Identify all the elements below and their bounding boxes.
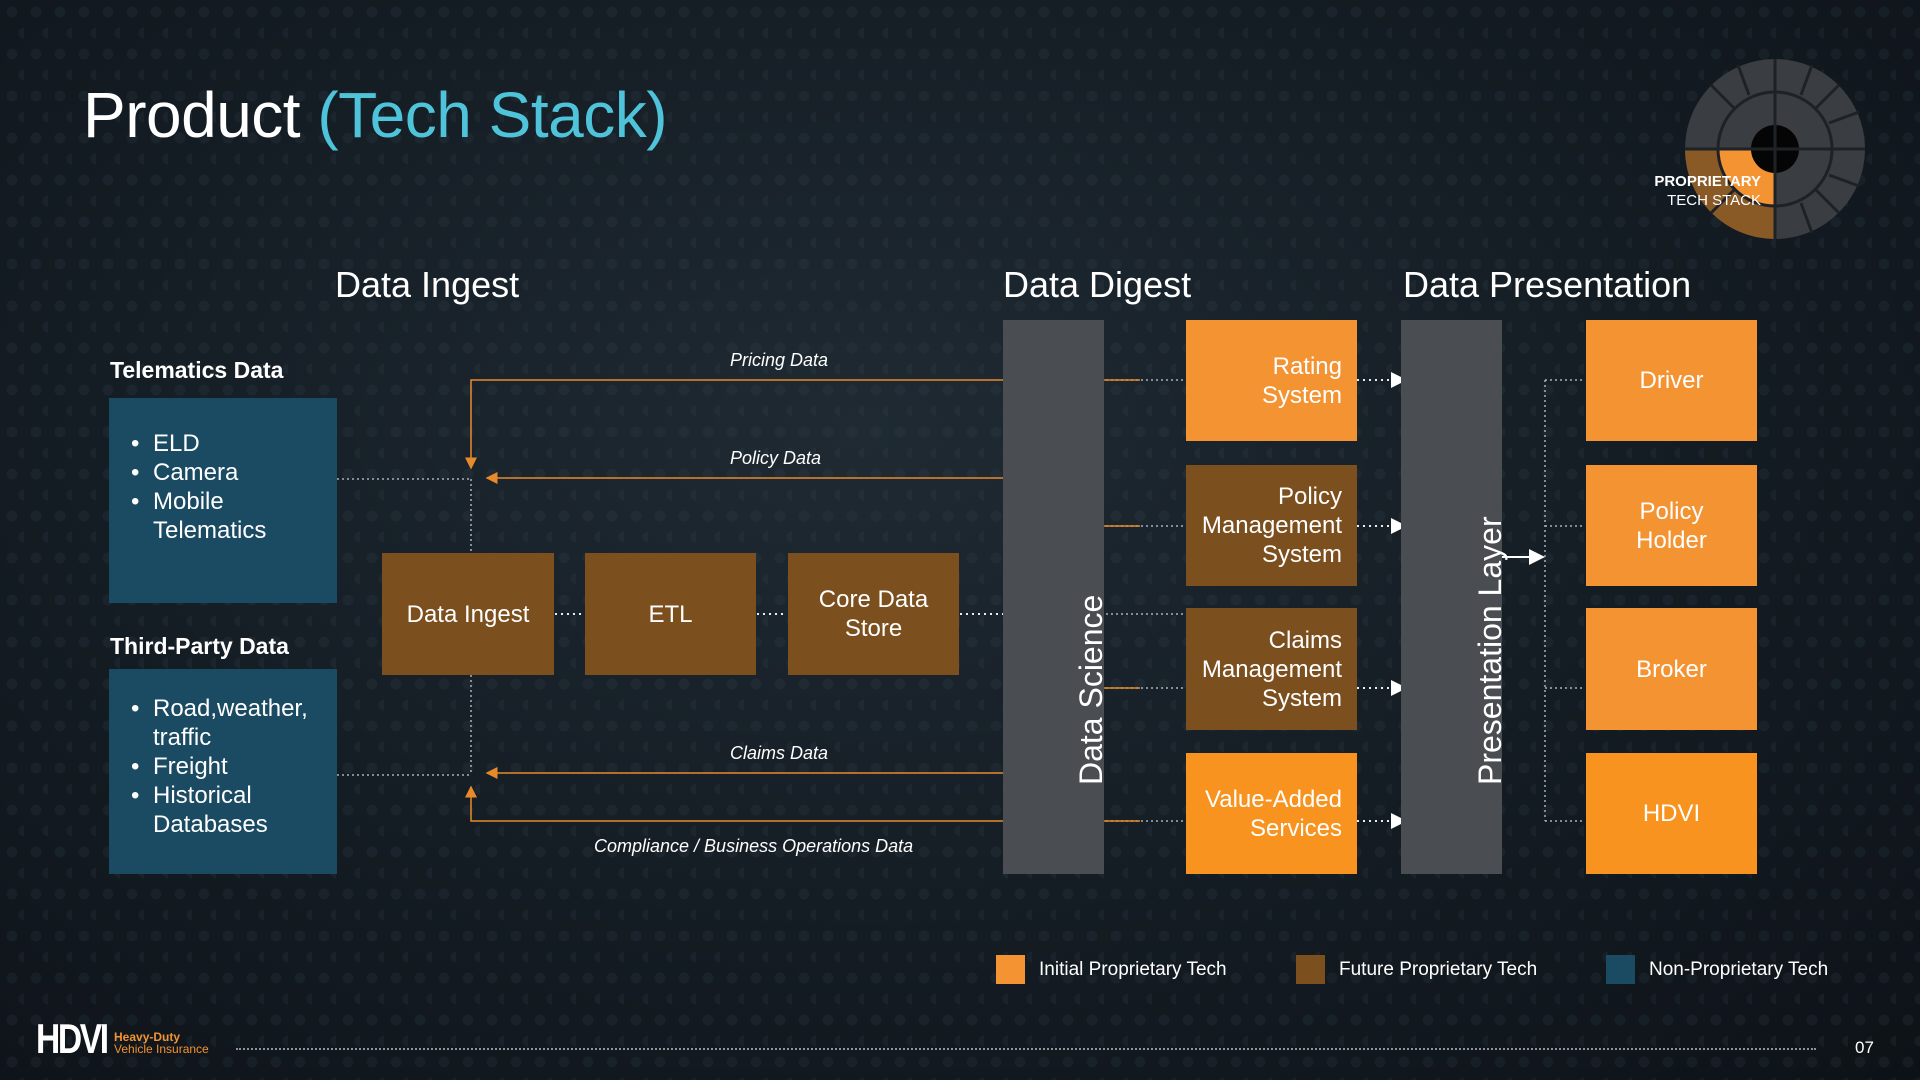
- title-accent: (Tech Stack): [317, 79, 667, 151]
- telematics-data-label: Telematics Data: [110, 357, 284, 383]
- claims-management-system-box: Claims Management System: [1186, 608, 1357, 730]
- legend-label: Non-Proprietary Tech: [1649, 958, 1829, 980]
- legend-swatch-orange: [996, 955, 1025, 984]
- presentation-layer-bar: Presentation Layer: [1401, 320, 1508, 874]
- policy-data-label: Policy Data: [730, 448, 822, 468]
- section-data-ingest: Data Ingest: [335, 264, 520, 305]
- legend-label: Future Proprietary Tech: [1339, 958, 1538, 980]
- logo-tagline: Heavy-Duty Vehicle Insurance: [114, 1031, 209, 1055]
- third-party-data-label: Third-Party Data: [110, 633, 289, 659]
- page-title: Product (Tech Stack): [83, 78, 667, 152]
- legend-future-proprietary: Future Proprietary Tech: [1296, 955, 1537, 984]
- list-item: Mobile Telematics: [131, 487, 337, 545]
- telematics-list: ELD Camera Mobile Telematics: [109, 429, 337, 545]
- third-party-data-box: Road,weather, traffic Freight Historical…: [109, 669, 337, 874]
- proprietary-badge-label: PROPRIETARY TECH STACK: [1645, 172, 1761, 210]
- data-ingest-box: Data Ingest: [382, 553, 554, 675]
- presentation-layer-label: Presentation Layer: [1471, 516, 1508, 785]
- data-science-label: Data Science: [1072, 594, 1109, 785]
- legend-label: Initial Proprietary Tech: [1039, 958, 1227, 980]
- page-number: 07: [1855, 1038, 1874, 1057]
- hdvi-logo: HDVI: [36, 1015, 109, 1062]
- badge-line-2: TECH STACK: [1667, 192, 1761, 209]
- telematics-data-box: ELD Camera Mobile Telematics: [109, 398, 337, 603]
- list-item: Freight: [131, 752, 337, 781]
- data-science-bar: Data Science: [1003, 320, 1109, 874]
- list-item: Road,weather, traffic: [131, 694, 337, 752]
- list-item: Historical Databases: [131, 781, 337, 839]
- compliance-data-label: Compliance / Business Operations Data: [594, 836, 914, 856]
- badge-line-1: PROPRIETARY: [1654, 173, 1761, 190]
- legend-swatch-blue: [1606, 955, 1635, 984]
- legend-non-proprietary: Non-Proprietary Tech: [1606, 955, 1828, 984]
- section-data-digest: Data Digest: [1003, 264, 1192, 305]
- tech-stack-wheel-icon: [1685, 59, 1865, 239]
- core-data-store-box: Core Data Store: [788, 553, 959, 675]
- broker-box: Broker: [1586, 608, 1757, 730]
- footer-divider: [236, 1048, 1816, 1050]
- legend-initial-proprietary: Initial Proprietary Tech: [996, 955, 1227, 984]
- tagline-line-2: Vehicle Insurance: [114, 1042, 209, 1056]
- policy-holder-box: Policy Holder: [1586, 465, 1757, 586]
- etl-box: ETL: [585, 553, 756, 675]
- title-main: Product: [83, 79, 301, 151]
- legend-swatch-brown: [1296, 955, 1325, 984]
- third-party-list: Road,weather, traffic Freight Historical…: [109, 694, 337, 839]
- list-item: Camera: [131, 458, 337, 487]
- value-added-services-box: Value-Added Services: [1186, 753, 1357, 874]
- driver-box: Driver: [1586, 320, 1757, 441]
- claims-data-label: Claims Data: [730, 743, 829, 763]
- list-item: ELD: [131, 429, 337, 458]
- rating-system-box: Rating System: [1186, 320, 1357, 441]
- pricing-data-label: Pricing Data: [730, 350, 829, 370]
- hdvi-box: HDVI: [1586, 753, 1757, 874]
- tagline-line-1: Heavy-Duty: [114, 1030, 181, 1044]
- section-data-presentation: Data Presentation: [1403, 264, 1692, 305]
- policy-management-system-box: Policy Management System: [1186, 465, 1357, 586]
